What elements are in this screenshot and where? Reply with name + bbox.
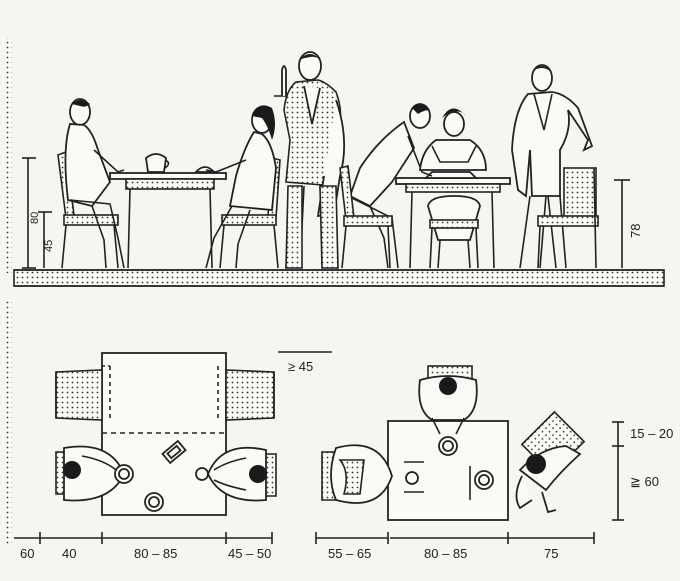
clearance-dimension: ≥ 45: [278, 351, 332, 374]
scale-ruler-bottom: [6, 300, 12, 545]
dim-label-15-20: 15 – 20: [630, 426, 673, 441]
height-label-78: 78: [628, 224, 643, 238]
waiter-with-tray: [274, 51, 346, 269]
standing-guest: [511, 64, 594, 269]
height-dimension-right: 78: [614, 179, 643, 268]
dim-label-40: 40: [62, 546, 76, 561]
height-dimension-left: 80 45: [22, 157, 55, 269]
dim-label-60: ≧ 60: [630, 474, 659, 489]
plan-chair-angled: [515, 410, 586, 514]
scale-ruler-top: [6, 38, 12, 273]
right-vertical-dimensions: 15 – 20 ≧ 60: [612, 421, 673, 521]
bottom-dimension-line-left: [14, 532, 273, 544]
plate-icon: [405, 471, 419, 485]
dim-label-80-85-left: 80 – 85: [134, 546, 177, 561]
plan-table-right: [387, 420, 509, 521]
clearance-label: ≥ 45: [288, 359, 313, 374]
plan-diner-side: [321, 444, 393, 504]
seated-diner-woman-right: [419, 108, 487, 269]
plan-diner-left: [55, 439, 187, 512]
dim-label-60-left: 60: [20, 546, 34, 561]
dim-label-75: 75: [544, 546, 558, 561]
bottom-dimension-line-right: [315, 532, 595, 544]
plan-table-left: [101, 352, 227, 516]
water-jug-icon: [145, 153, 167, 173]
floor-band: [13, 269, 665, 287]
plan-diner-top: [418, 365, 478, 435]
height-label-45: 45: [43, 240, 55, 252]
dim-label-45-50: 45 – 50: [228, 546, 271, 561]
dining-table-right: [395, 171, 511, 269]
plan-chair-right-top: [225, 369, 275, 421]
plan-view: ≥ 45: [14, 351, 673, 561]
dim-label-80-85-right: 80 – 85: [424, 546, 467, 561]
seated-diner-leaning-man: [339, 103, 433, 269]
seated-diner-woman: [205, 105, 277, 269]
chair-right-empty: [537, 167, 599, 269]
dim-label-55-65: 55 – 65: [328, 546, 371, 561]
elevation-view: 80 45: [13, 51, 665, 287]
seated-diner-man: [64, 98, 125, 269]
height-label-80: 80: [29, 212, 41, 224]
plan-chair-left-top: [55, 369, 103, 421]
plan-diner-right: [195, 446, 277, 502]
